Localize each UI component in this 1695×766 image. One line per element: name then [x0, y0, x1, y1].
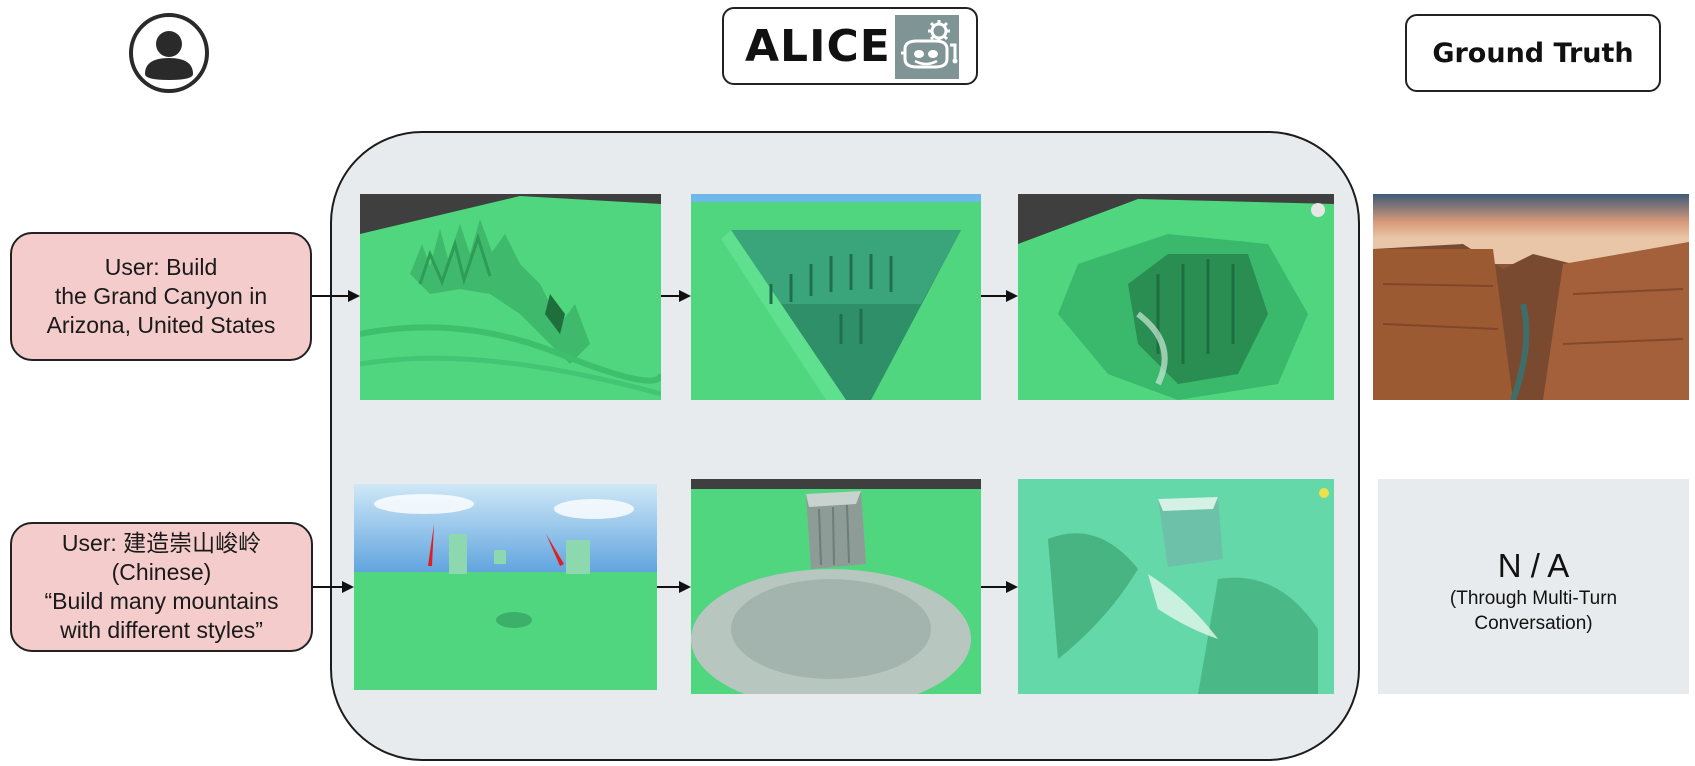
robot-gear-logo-icon [895, 15, 959, 79]
mountains-step-1-render [354, 484, 657, 690]
grand-canyon-photo [1373, 194, 1689, 400]
canyon-step-3-render [1018, 194, 1334, 400]
user-prompt-grand-canyon: User: Build the Grand Canyon in Arizona,… [10, 232, 312, 361]
alice-title-box: ALICE [722, 7, 978, 85]
user-avatar-icon [128, 12, 210, 94]
mountains-step-2-render [691, 479, 981, 694]
prompt-line: the Grand Canyon in [54, 283, 268, 309]
prompt-line: with different styles” [60, 617, 263, 643]
canyon-step-1-render [360, 194, 661, 400]
mountains-step-3-render [1018, 479, 1334, 694]
prompt-line: User: 建造崇山峻岭 [61, 530, 262, 556]
alice-title: ALICE [745, 21, 891, 72]
prompt-line: User: Build [104, 254, 218, 280]
na-label: N / A [1497, 546, 1570, 584]
prompt-line: (Chinese) [111, 559, 212, 585]
prompt-line: “Build many mountains [44, 588, 279, 614]
ground-truth-not-available: N / A (Through Multi-Turn Conversation) [1378, 479, 1689, 694]
user-prompt-mountains: User: 建造崇山峻岭 (Chinese) “Build many mount… [10, 522, 313, 652]
na-note-line: Conversation) [1474, 612, 1593, 634]
prompt-line: Arizona, United States [46, 312, 276, 338]
canyon-step-2-render [691, 194, 981, 400]
ground-truth-title: Ground Truth [1405, 14, 1661, 92]
na-note-line: (Through Multi-Turn [1449, 587, 1618, 609]
